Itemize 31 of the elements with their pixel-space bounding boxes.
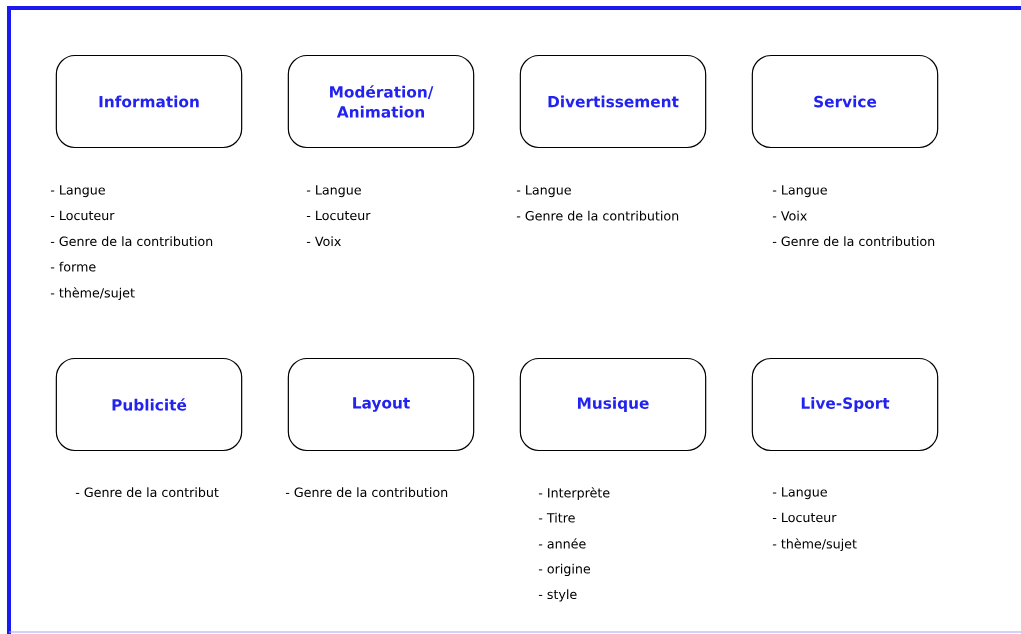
list-item: - forme (50, 261, 96, 272)
list-item: - Interprète (538, 487, 610, 500)
category-box: Modération/ Animation (287, 54, 475, 149)
list-item: - Genre de la contribution (50, 236, 213, 247)
category-box: Divertissement (519, 54, 707, 149)
list-item: - Langue (772, 185, 827, 198)
category-box: Service (751, 54, 939, 149)
list-item: - Locuteur (50, 210, 115, 221)
list-item: - Langue (516, 185, 571, 198)
list-item: - année (538, 538, 586, 549)
list-item: - Locuteur (306, 210, 371, 221)
list-item: - Langue (50, 185, 105, 198)
category-box: Live-Sport (751, 357, 939, 452)
list-item: - origine (538, 563, 591, 576)
list-item: - thème/sujet (772, 538, 857, 551)
list-item: - thème/sujet (50, 287, 135, 301)
list-item: - Langue (306, 185, 361, 198)
list-item: - Voix (772, 210, 807, 221)
list-item: - Langue (772, 487, 827, 500)
list-item: - Voix (306, 236, 341, 247)
category-box: Publicité (55, 357, 243, 452)
category-box: Layout (287, 357, 475, 452)
list-item: - style (538, 589, 577, 602)
list-item: - Genre de la contribution (516, 210, 679, 221)
category-box: Musique (519, 357, 707, 452)
list-item: - Locuteur (772, 512, 837, 523)
list-item: - Genre de la contribut (75, 487, 219, 498)
list-item: - Titre (538, 512, 575, 523)
list-item: - Genre de la contribution (772, 236, 935, 247)
list-item: - Genre de la contribution (285, 487, 448, 498)
category-box: Information (55, 54, 243, 149)
